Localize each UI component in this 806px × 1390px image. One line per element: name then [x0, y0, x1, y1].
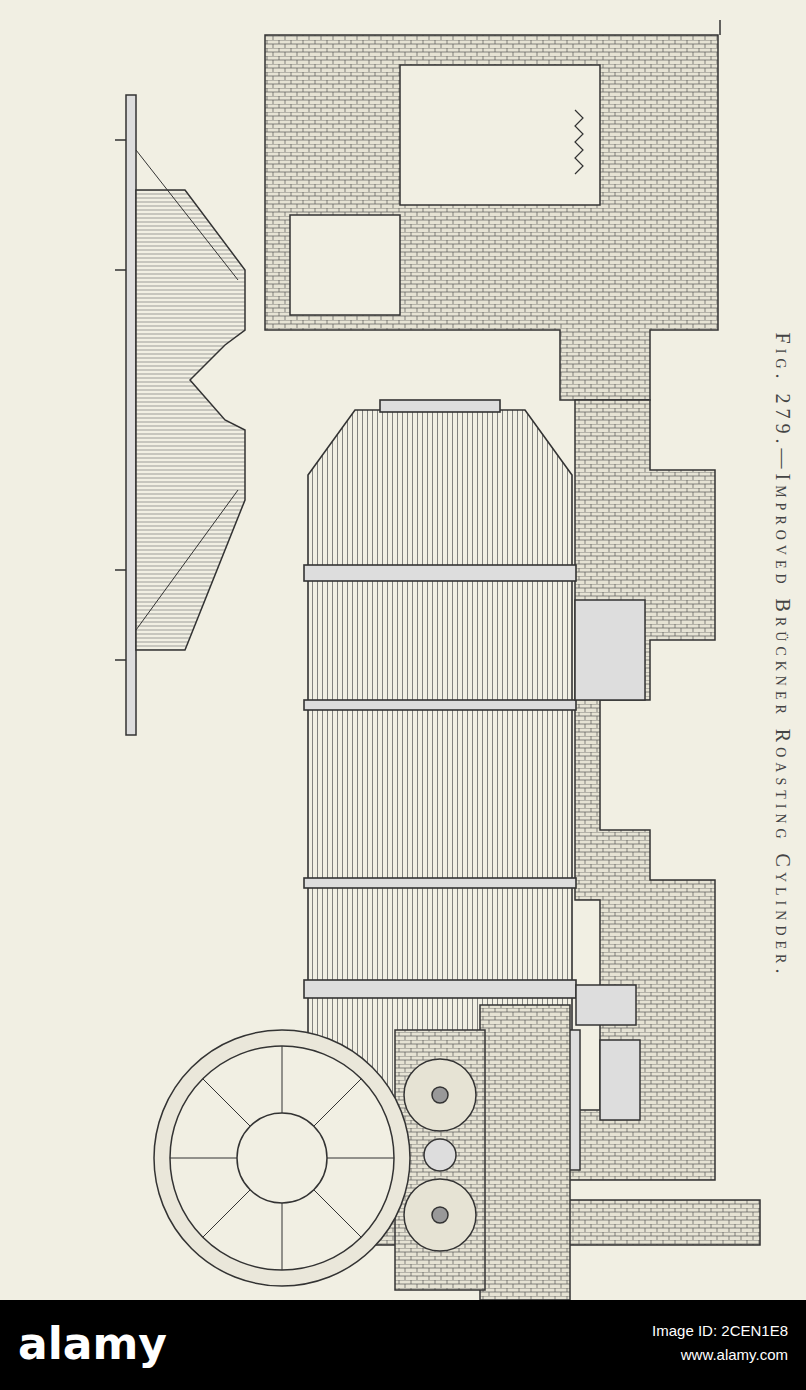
hopper [115, 95, 245, 735]
figure-caption: Fig. 279.—Improved Brückner Roasting Cyl… [772, 332, 795, 978]
site-url: www.alamy.com [681, 1346, 788, 1363]
image-id: Image ID: 2CEN1E8 [652, 1322, 788, 1339]
roaster-drawing [0, 0, 806, 1300]
cross-section [154, 1005, 570, 1300]
watermark-logo: alamy [18, 1318, 167, 1369]
